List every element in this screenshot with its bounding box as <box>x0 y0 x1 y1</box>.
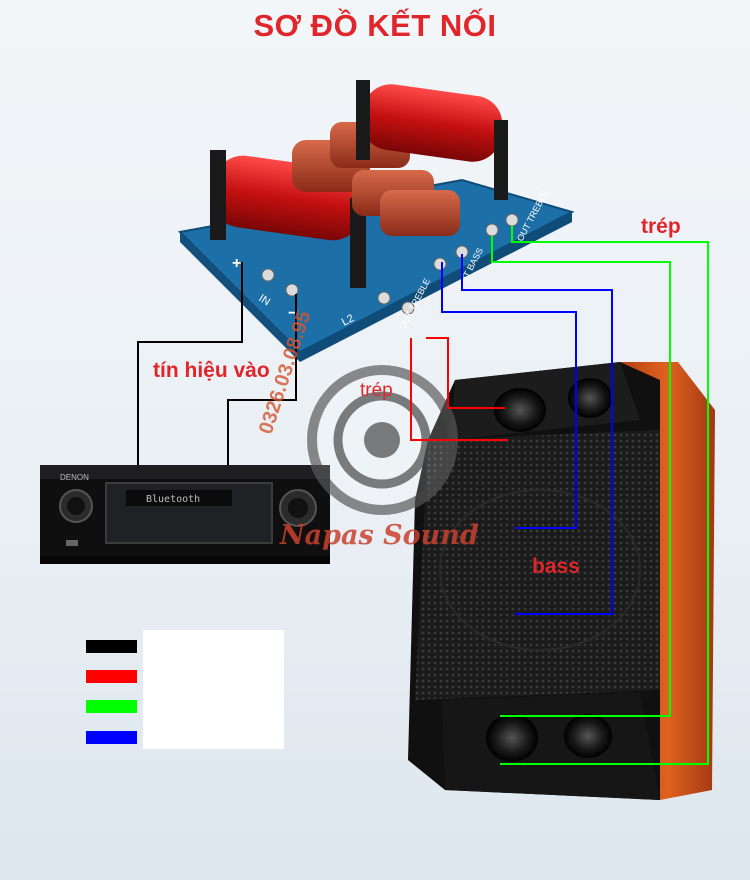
board-plus-label: + <box>232 255 241 272</box>
board-in-label: IN <box>256 292 272 308</box>
wires-red <box>410 337 508 441</box>
page-title: SƠ ĐỒ KẾT NỐI <box>253 8 497 43</box>
wires-green <box>491 226 709 765</box>
amplifier-brand: DENON <box>60 473 89 482</box>
amplifier <box>40 465 330 564</box>
legend-swatch-blue <box>86 731 137 744</box>
label-input-signal: tín hiệu vào <box>153 359 270 382</box>
board-minus-label: − <box>288 305 297 322</box>
watermark-logo <box>306 364 458 516</box>
wires-blue <box>441 254 613 615</box>
legend-panel <box>143 630 284 749</box>
legend-swatch-red <box>86 670 137 683</box>
label-treble-right: trép <box>641 215 681 238</box>
label-treble-center: trép <box>360 380 393 401</box>
watermark-brand: Napas Sound <box>280 520 479 551</box>
legend-swatch-green <box>86 700 137 713</box>
speaker <box>408 362 715 800</box>
label-bass: bass <box>532 555 580 578</box>
board-l2-label: L2 <box>340 312 356 328</box>
legend-swatch-black <box>86 640 137 653</box>
amplifier-display: Bluetooth <box>146 494 200 505</box>
wires-black <box>137 262 297 465</box>
crossover-board <box>177 80 575 362</box>
